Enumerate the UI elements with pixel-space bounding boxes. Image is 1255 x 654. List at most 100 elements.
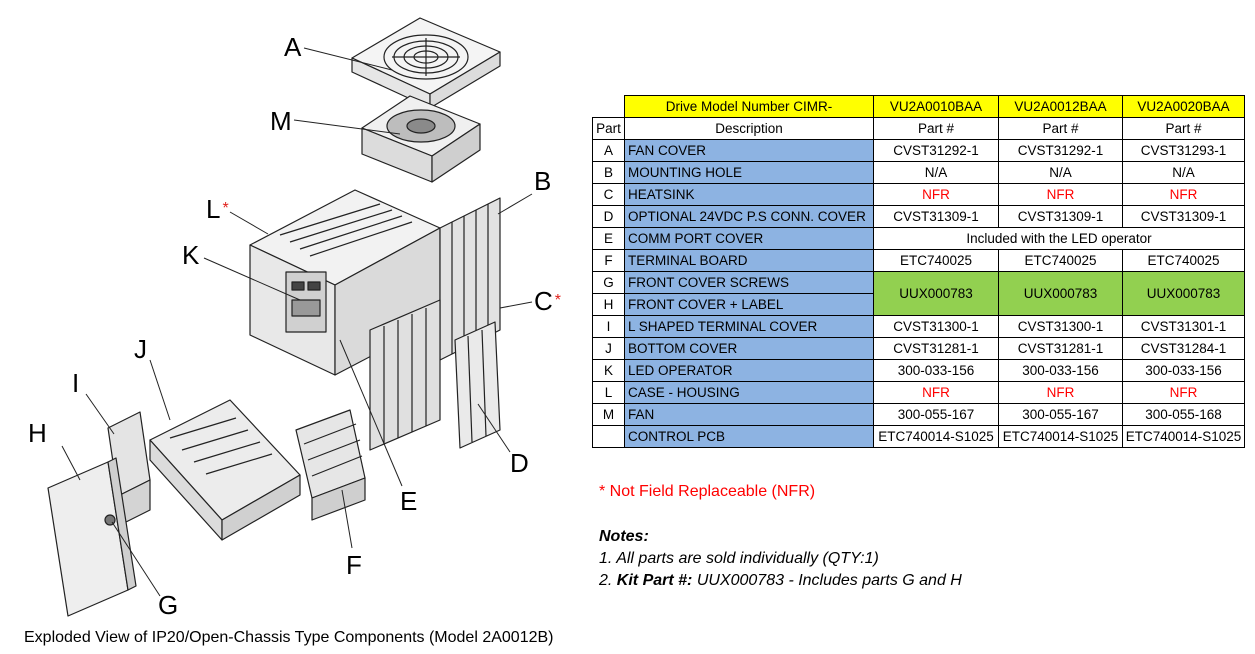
kit-part-label: Kit Part #: [616,572,693,589]
blank-cell [592,95,625,118]
part-letter-cell: G [592,271,625,294]
description-cell: CASE - HOUSING [624,381,874,404]
part-letter-cell: E [592,227,625,250]
part-number-cell: ETC740014-S1025 [998,425,1123,448]
description-cell: COMM PORT COVER [624,227,874,250]
part-number-cell: NFR [998,381,1123,404]
callout-c-letter: C [534,286,553,316]
part-number-cell: ETC740014-S1025 [1122,425,1245,448]
part-number-cell: CVST31281-1 [873,337,999,360]
column-header-row: Part Description Part # Part # Part # [592,117,1245,140]
callout-c: C* [534,288,561,314]
callout-m: M [270,106,292,136]
callout-l-letter: L [206,194,221,224]
part-number-cell: N/A [1122,161,1245,184]
part-number-cell: 300-033-156 [1122,359,1245,382]
merged-part-cell: Included with the LED operator [873,227,1245,250]
description-cell: FRONT COVER + LABEL [624,293,874,316]
part-number-cell: CVST31293-1 [1122,139,1245,162]
partno-col-header-1: Part # [998,117,1123,140]
callout-g: G [158,590,179,620]
callout-j: J [134,334,147,364]
part-letter-cell: L [592,381,625,404]
partno-col-header-0: Part # [873,117,999,140]
description-cell: L SHAPED TERMINAL COVER [624,315,874,338]
description-cell: MOUNTING HOLE [624,161,874,184]
kit-part-cell: UUX000783 [1122,271,1245,316]
part-number-cell: NFR [873,183,999,206]
description-cell: FAN [624,403,874,426]
part-number-cell: CVST31284-1 [1122,337,1245,360]
model-header-row: Drive Model Number CIMR- VU2A0010BAA VU2… [592,95,1245,118]
partno-col-header-2: Part # [1122,117,1245,140]
description-cell: TERMINAL BOARD [624,249,874,272]
part-number-cell: N/A [998,161,1123,184]
notes-line-2-prefix: 2. [599,572,617,589]
exploded-view-diagram: A M L* K B C* J I H D E F G Exploded Vie… [0,0,585,654]
leader-lines [61,47,533,597]
part-number-cell: ETC740025 [873,249,999,272]
notes-line-2-rest: UUX000783 - Includes parts G and H [692,572,962,589]
terminal-board-drawing [295,409,366,521]
part-number-cell: N/A [873,161,999,184]
callout-a: A [284,32,302,62]
part-number-cell: CVST31309-1 [873,205,999,228]
part-number-cell: 300-055-168 [1122,403,1245,426]
description-cell: OPTIONAL 24VDC P.S CONN. COVER [624,205,874,228]
exploded-view-drawing [47,17,533,617]
callout-f: F [346,550,362,580]
part-letter-cell: C [592,183,625,206]
callout-e: E [400,486,418,516]
model-header-2: VU2A0020BAA [1122,95,1245,118]
nfr-footnote: * Not Field Replaceable (NFR) [599,483,816,500]
part-number-cell: ETC740025 [998,249,1123,272]
part-number-cell: NFR [1122,381,1245,404]
part-number-cell: CVST31309-1 [1122,205,1245,228]
part-number-cell: CVST31281-1 [998,337,1123,360]
drive-body-drawing [249,189,501,451]
callout-h: H [28,418,47,448]
parts-table: Drive Model Number CIMR- VU2A0010BAA VU2… [592,95,1245,448]
callout-i: I [72,368,80,398]
part-number-cell: 300-033-156 [998,359,1123,382]
part-number-cell: ETC740025 [1122,249,1245,272]
description-cell: CONTROL PCB [624,425,874,448]
part-letter-cell: B [592,161,625,184]
part-number-cell: CVST31300-1 [873,315,999,338]
part-number-cell: NFR [1122,183,1245,206]
description-cell: LED OPERATOR [624,359,874,382]
description-cell: FAN COVER [624,139,874,162]
description-cell: BOTTOM COVER [624,337,874,360]
description-cell: FRONT COVER SCREWS [624,271,874,294]
nfr-star: * [222,200,229,217]
notes-title: Notes: [599,528,649,545]
part-number-cell: CVST31292-1 [998,139,1123,162]
part-number-cell: 300-033-156 [873,359,999,382]
optional-cover-drawing [454,321,501,449]
notes-line-1: 1. All parts are sold individually (QTY:… [599,550,879,567]
desc-col-header: Description [624,117,874,140]
part-number-cell: 300-055-167 [873,403,999,426]
part-letter-cell: M [592,403,625,426]
part-number-cell: ETC740014-S1025 [873,425,999,448]
part-letter-cell [592,425,625,448]
nfr-star: * [554,292,562,309]
model-header-1: VU2A0012BAA [998,95,1123,118]
callout-d: D [510,448,529,478]
part-letter-cell: A [592,139,625,162]
bottom-cover-drawing [149,399,301,541]
front-cover-drawing [47,457,137,617]
part-number-cell: NFR [998,183,1123,206]
kit-part-cell: UUX000783 [873,271,999,316]
